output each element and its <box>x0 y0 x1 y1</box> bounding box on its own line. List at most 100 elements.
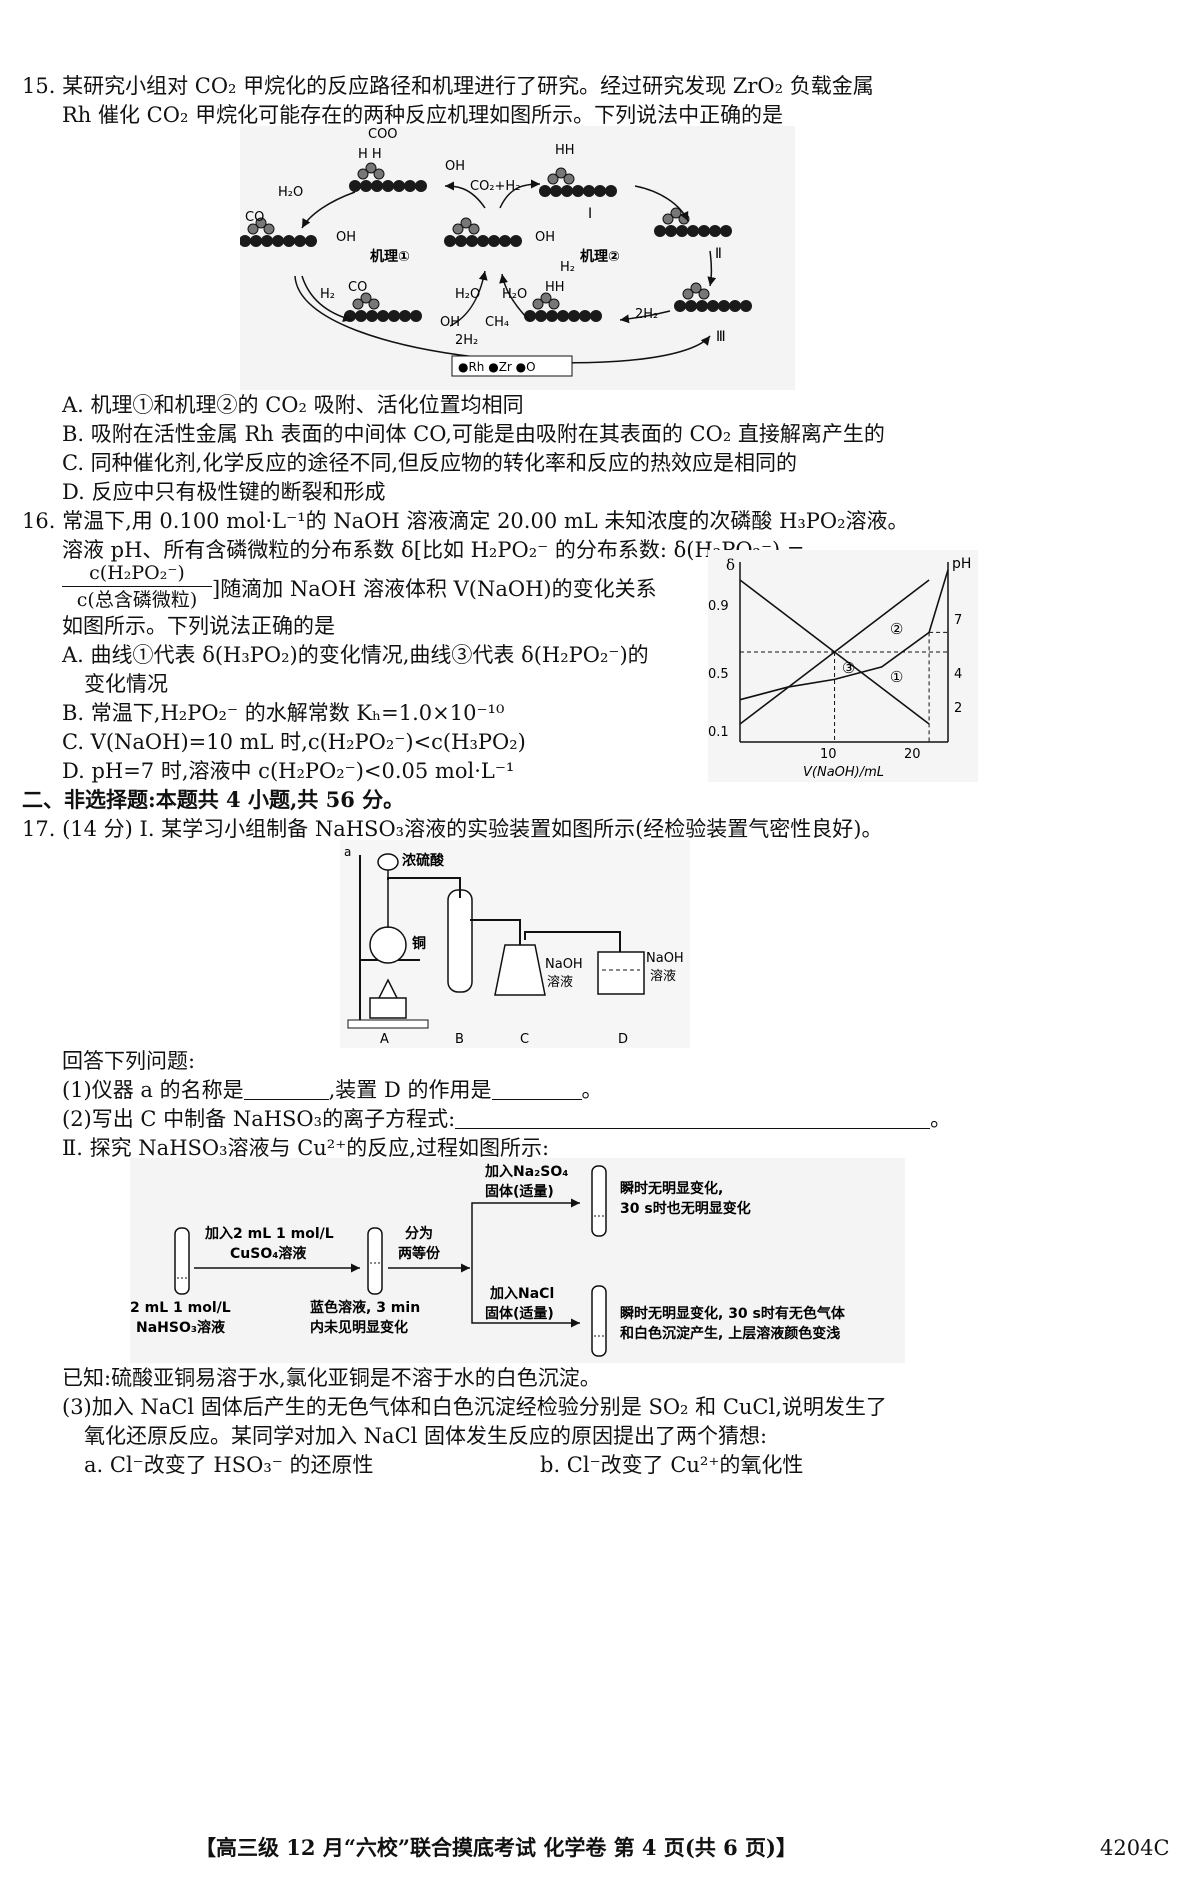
fig-lbl-h2o-1: H₂O <box>278 185 303 200</box>
flow-add-na2so4-1: 加入Na₂SO₄ <box>484 1164 568 1180</box>
q17-line1: 17. (14 分) Ⅰ. 某学习小组制备 NaHSO₃溶液的实验装置如图所示(… <box>22 817 883 841</box>
q1-text-mid: ,装置 D 的作用是 <box>328 1078 492 1102</box>
surface-atom <box>240 235 251 247</box>
surface-atom <box>399 310 411 322</box>
surface-atom <box>594 185 606 197</box>
rh-cluster-atom <box>360 292 372 304</box>
flow-mid-1: 蓝色溶液, 3 min <box>310 1299 420 1316</box>
flow-arrow-up <box>471 1198 580 1268</box>
arrow-mech1-a <box>301 191 356 229</box>
rh-cluster-atom <box>468 223 480 235</box>
rh-cluster-atom <box>662 213 674 225</box>
q16-option-a-cont: 变化情况 <box>84 672 168 696</box>
label-sol-c: 溶液 <box>547 975 573 990</box>
surface-atom <box>355 310 367 322</box>
flow-arrow-down <box>471 1268 580 1328</box>
q1-blank-2[interactable] <box>491 1079 582 1100</box>
tube-nacl <box>591 1285 607 1357</box>
flow-add-cuso4-2: CuSO₄溶液 <box>230 1245 307 1262</box>
surface-atom <box>696 300 708 312</box>
catalyst-surface <box>444 217 522 247</box>
rh-cluster-atom <box>682 288 694 300</box>
surface-atom <box>499 235 511 247</box>
legend-box <box>451 355 573 377</box>
fig-lbl-ch4: CH₄ <box>485 315 509 330</box>
rh-cluster-atom <box>547 173 559 185</box>
rh-cluster-atom <box>373 168 385 180</box>
label-naoh-c: NaOH <box>545 957 583 972</box>
series-label-2: ② <box>890 620 903 638</box>
surface-atom <box>583 185 595 197</box>
surface-atom <box>676 225 688 237</box>
q15-line2: Rh 催化 CO₂ 甲烷化可能存在的两种反应机理如图所示。下列说法中正确的是 <box>62 103 784 127</box>
label-naoh-d: NaOH <box>646 951 684 966</box>
q16-option-c: C. V(NaOH)=10 mL 时,c(H₂PO₂⁻)<c(H₃PO₂) <box>62 730 526 754</box>
figure-bg <box>240 126 795 390</box>
q1-blank-1[interactable] <box>243 1079 329 1100</box>
catalyst-surface <box>524 292 602 322</box>
surface-atom <box>579 310 591 322</box>
fig-lbl-co-2: CO <box>348 280 367 295</box>
surface-atom <box>294 235 306 247</box>
y-right-label: pH <box>952 556 971 572</box>
rh-cluster-atom <box>555 167 567 179</box>
surface-atom <box>261 235 273 247</box>
fig-lbl-h2-b: H₂ <box>320 287 335 302</box>
surface-atom <box>561 185 573 197</box>
chart-bg <box>708 550 978 782</box>
surface-atom <box>415 180 427 192</box>
stand-base <box>347 1019 429 1029</box>
q2-text-end: 。 <box>930 1107 952 1131</box>
flow-add-nacl-2: 固体(适量) <box>485 1305 554 1322</box>
arrow-mech2-a <box>634 185 689 222</box>
rh-cluster-atom <box>698 288 710 300</box>
x-tick-20: 20 <box>904 747 921 762</box>
series-line-2 <box>739 579 930 725</box>
label-B: B <box>455 1032 464 1047</box>
rh-cluster-atom <box>452 223 464 235</box>
frac-numerator: c(H₂PO₂⁻) <box>89 562 185 584</box>
q17-part2: Ⅱ. 探究 NaHSO₃溶液与 Cu²⁺的反应,过程如图所示: <box>62 1136 550 1160</box>
q17-known: 已知:硫酸亚铜易溶于水,氯化亚铜是不溶于水的白色沉淀。 <box>62 1366 601 1390</box>
y-left-tick-0.9: 0.9 <box>708 599 729 614</box>
dropping-funnel <box>377 853 399 871</box>
surface-atom <box>535 310 547 322</box>
q15-option-a: A. 机理①和机理②的 CO₂ 吸附、活化位置均相同 <box>62 393 524 417</box>
surface-atom <box>687 225 699 237</box>
surface-atom <box>539 185 551 197</box>
surface-atom <box>360 180 372 192</box>
q2-blank[interactable] <box>455 1108 931 1129</box>
q16-fraction: c(H₂PO₂⁻) c(总含磷微粒) <box>62 560 212 613</box>
series-label-3: ③ <box>842 659 855 677</box>
surface-atom <box>393 180 405 192</box>
rh-cluster-atom <box>247 223 259 235</box>
rh-cluster-atom <box>460 217 472 229</box>
surface-atom <box>685 300 697 312</box>
flow-split-2: 两等份 <box>398 1245 441 1262</box>
q17-q3-line1: (3)加入 NaCl 固体后产生的无色气体和白色沉淀经检验分别是 SO₂ 和 C… <box>62 1395 887 1419</box>
x-axis-label: V(NaOH)/mL <box>803 765 884 780</box>
flow-res2-2: 和白色沉淀产生, 上层溶液颜色变浅 <box>620 1325 840 1342</box>
q16-line3: ]随滴加 NaOH 溶液体积 V(NaOH)的变化关系 <box>212 577 657 601</box>
arrow-mech2-c <box>619 310 671 324</box>
label-C: C <box>520 1032 529 1047</box>
flow-res1-1: 瞬时无明显变化, <box>620 1180 723 1197</box>
surface-atom <box>250 235 262 247</box>
surface-atom <box>707 300 719 312</box>
rh-cluster-atom <box>690 282 702 294</box>
fig-lbl-oh4: OH <box>440 315 460 330</box>
q17-answer-intro: 回答下列问题: <box>62 1049 196 1073</box>
fig-lbl-h2o-2: H₂O <box>455 287 480 302</box>
fig-lbl-hh-top: H H <box>358 147 382 162</box>
rh-cluster-atom <box>540 292 552 304</box>
fig-lbl-oh3: OH <box>535 230 555 245</box>
surface-atom <box>698 225 710 237</box>
q17-q3-line2: 氧化还原反应。某同学对加入 NaCl 固体发生反应的原因提出了两个猜想: <box>84 1424 768 1448</box>
rh-cluster-atom <box>368 298 380 310</box>
q1-text-end: 。 <box>581 1078 603 1102</box>
q16-line4: 如图所示。下列说法正确的是 <box>62 614 335 638</box>
surface-atom <box>557 310 569 322</box>
fig-lbl-co-1: CO <box>245 210 264 225</box>
rh-cluster-atom <box>255 217 267 229</box>
